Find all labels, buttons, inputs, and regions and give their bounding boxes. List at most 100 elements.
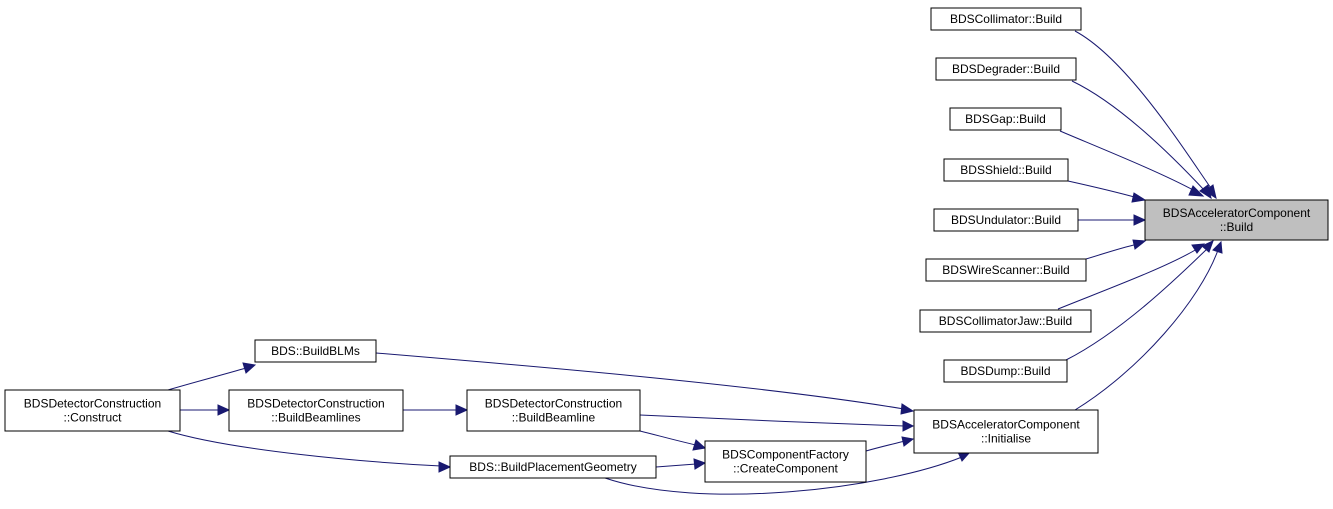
node-label: BDSDegrader::Build xyxy=(952,62,1060,76)
edge-line xyxy=(1065,247,1209,361)
node-collimatorjaw-build[interactable]: BDSCollimatorJaw::Build xyxy=(919,309,1092,333)
node-box xyxy=(913,409,1099,454)
node-label: BDSCollimator::Build xyxy=(950,12,1062,26)
edge-buildblms-to-acc-initialise xyxy=(375,352,915,415)
arrowhead-icon xyxy=(1212,240,1223,254)
node-degrader-build[interactable]: BDSDegrader::Build xyxy=(935,57,1077,81)
arrowhead-icon xyxy=(693,458,707,470)
edge-line xyxy=(655,463,697,468)
edge-line xyxy=(1071,80,1206,192)
node-box xyxy=(466,389,641,432)
node-box xyxy=(930,7,1082,31)
edge-line xyxy=(375,352,905,410)
node-wirescanner-build[interactable]: BDSWireScanner::Build xyxy=(925,258,1087,282)
node-label: ::CreateComponent xyxy=(733,462,838,476)
edge-buildplacementgeometry-to-factory-createcomponent xyxy=(655,458,707,470)
arrowhead-icon xyxy=(1199,184,1212,200)
edge-line xyxy=(1067,180,1139,199)
edge-detector-construct-to-detector-buildbeamlines xyxy=(180,404,231,416)
node-label: BDSAcceleratorComponent xyxy=(1163,206,1311,220)
edge-shield-build-to-acc-build xyxy=(1067,180,1147,203)
node-box xyxy=(943,359,1068,383)
edge-undulator-build-to-acc-build xyxy=(1078,214,1147,226)
edge-detector-buildbeamlines-to-detector-buildbeamline xyxy=(403,404,469,416)
node-box xyxy=(919,309,1092,333)
node-detector-construct[interactable]: BDSDetectorConstruction::Construct xyxy=(4,389,181,432)
arrowhead-icon xyxy=(242,362,257,374)
edge-line xyxy=(1057,248,1198,310)
node-box xyxy=(925,258,1087,282)
node-gap-build[interactable]: BDSGap::Build xyxy=(949,107,1062,131)
arrowhead-icon xyxy=(900,403,915,415)
arrowhead-icon xyxy=(1191,243,1206,254)
edge-detector-buildbeamline-to-factory-createcomponent xyxy=(639,430,707,451)
arrowhead-icon xyxy=(902,420,915,432)
node-box xyxy=(254,339,377,363)
node-label: BDS::BuildPlacementGeometry xyxy=(469,460,636,474)
edge-detector-construct-to-buildblms xyxy=(167,362,257,391)
edge-line xyxy=(604,456,963,495)
node-label: ::BuildBeamline xyxy=(512,411,596,425)
arrowhead-icon xyxy=(1133,214,1147,226)
edge-wirescanner-build-to-acc-build xyxy=(1085,239,1147,260)
edge-line xyxy=(1085,243,1139,260)
edges-layer xyxy=(167,30,1223,495)
arrowhead-icon xyxy=(1131,192,1147,203)
edge-line xyxy=(639,430,697,446)
node-box xyxy=(4,389,181,432)
node-label: ::Build xyxy=(1220,220,1253,234)
node-acc-initialise[interactable]: BDSAcceleratorComponent::Initialise xyxy=(913,409,1099,454)
edge-line xyxy=(1074,249,1219,411)
node-box xyxy=(1144,199,1329,241)
node-box xyxy=(449,455,657,479)
node-box xyxy=(943,158,1069,182)
arrowhead-icon xyxy=(455,404,469,416)
node-detector-buildbeamlines[interactable]: BDSDetectorConstruction::BuildBeamlines xyxy=(228,389,404,432)
edge-factory-createcomponent-to-acc-initialise xyxy=(865,436,915,452)
edge-detector-buildbeamline-to-acc-initialise xyxy=(639,414,915,432)
node-box xyxy=(704,440,867,483)
arrowhead-icon xyxy=(438,461,452,473)
node-buildplacementgeometry[interactable]: BDS::BuildPlacementGeometry xyxy=(449,455,657,479)
edge-line xyxy=(167,430,442,467)
node-label: BDSDetectorConstruction xyxy=(485,397,622,411)
edge-detector-construct-to-buildplacementgeometry xyxy=(167,430,452,473)
edge-line xyxy=(167,367,247,391)
node-dump-build[interactable]: BDSDump::Build xyxy=(943,359,1068,383)
edge-line xyxy=(639,414,905,427)
node-label: ::Initialise xyxy=(981,432,1031,446)
arrowhead-icon xyxy=(1188,185,1205,197)
edge-line xyxy=(865,440,906,452)
node-label: BDSUndulator::Build xyxy=(951,213,1061,227)
node-box xyxy=(933,208,1079,232)
node-undulator-build[interactable]: BDSUndulator::Build xyxy=(933,208,1079,232)
node-box xyxy=(228,389,404,432)
node-box xyxy=(949,107,1062,131)
node-acc-build[interactable]: BDSAcceleratorComponent::Build xyxy=(1144,199,1329,241)
edge-collimatorjaw-build-to-acc-build xyxy=(1057,243,1206,310)
node-label: ::BuildBeamlines xyxy=(271,411,360,425)
edge-line xyxy=(1074,30,1214,192)
node-label: BDSGap::Build xyxy=(965,112,1046,126)
edge-gap-build-to-acc-build xyxy=(1059,130,1205,197)
node-shield-build[interactable]: BDSShield::Build xyxy=(943,158,1069,182)
node-factory-createcomponent[interactable]: BDSComponentFactory::CreateComponent xyxy=(704,440,867,483)
node-label: BDSAcceleratorComponent xyxy=(932,418,1080,432)
arrowhead-icon xyxy=(901,436,915,447)
node-label: BDSCollimatorJaw::Build xyxy=(939,314,1072,328)
node-box xyxy=(935,57,1077,81)
node-label: BDSComponentFactory xyxy=(722,448,849,462)
node-collimator-build[interactable]: BDSCollimator::Build xyxy=(930,7,1082,31)
edge-line xyxy=(1059,130,1196,192)
edge-degrader-build-to-acc-build xyxy=(1071,80,1212,200)
node-label: BDSDetectorConstruction xyxy=(247,397,384,411)
node-label: BDSDump::Build xyxy=(960,364,1050,378)
node-label: ::Construct xyxy=(63,411,122,425)
node-label: BDSShield::Build xyxy=(960,163,1051,177)
edge-dump-build-to-acc-build xyxy=(1065,240,1214,361)
arrowhead-icon xyxy=(692,439,707,451)
node-buildblms[interactable]: BDS::BuildBLMs xyxy=(254,339,377,363)
node-detector-buildbeamline[interactable]: BDSDetectorConstruction::BuildBeamline xyxy=(466,389,641,432)
arrowhead-icon xyxy=(217,404,231,416)
